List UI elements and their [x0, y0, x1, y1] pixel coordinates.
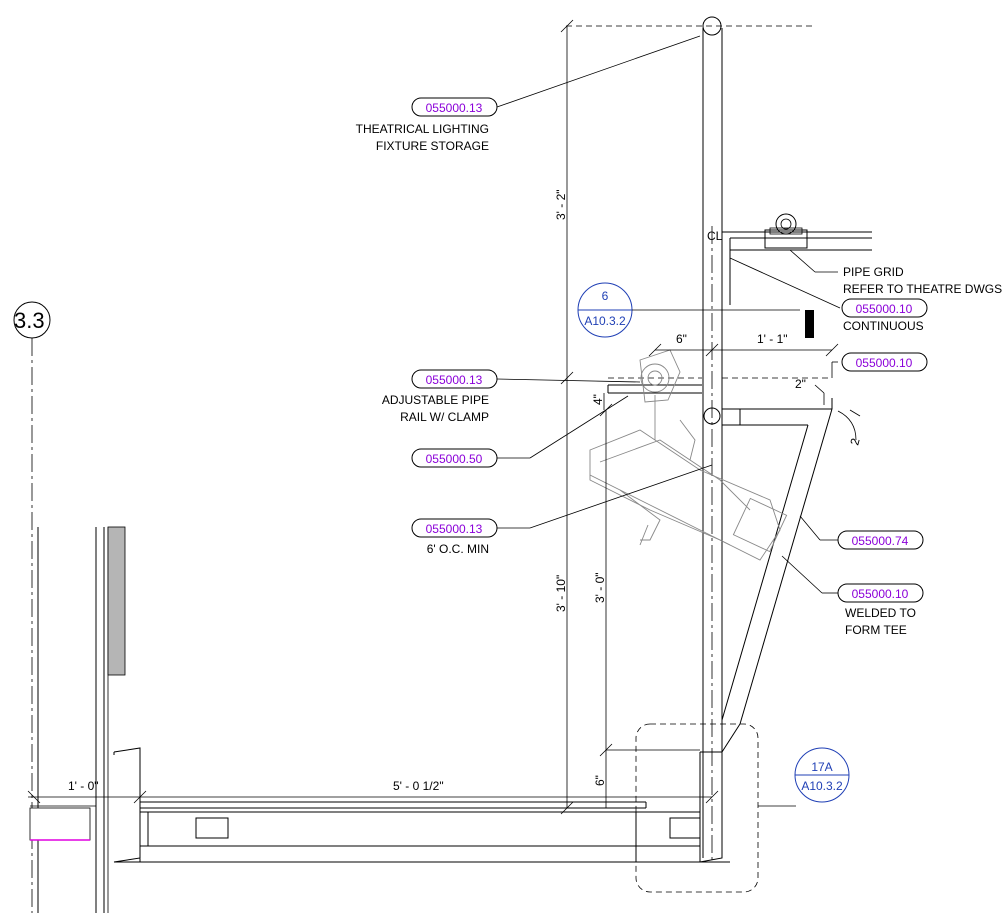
lighting-fixture-ghost — [589, 349, 788, 561]
dim-6-top: 6" — [676, 332, 687, 346]
dim-5-0-half: 5' - 0 1/2" — [393, 779, 444, 793]
dim-6-bottom: 6" — [593, 775, 607, 786]
keynote-tag-4[interactable]: 055000.13 ADJUSTABLE PIPE RAIL W/ CLAMP — [382, 369, 498, 424]
dim-2-angle: 2 — [847, 436, 862, 446]
keynote-tag-7[interactable]: 055000.74 — [837, 530, 924, 550]
slab-edge — [29, 807, 91, 841]
centerline-mark: CL — [707, 229, 723, 243]
keynote-tag-text: 055000.74 — [852, 534, 909, 548]
keynote-tag-text: 055000.13 — [426, 522, 483, 536]
keynote-desc-line: FORM TEE — [845, 623, 907, 637]
detail-number: 6 — [602, 289, 609, 303]
keynote-tag-text: 055000.10 — [856, 356, 913, 370]
detail-number: 17A — [811, 760, 832, 774]
keynote-tag-text: 055000.10 — [856, 302, 913, 316]
vertical-post: CL — [702, 16, 723, 860]
grid-bubble-label: 3.3 — [14, 308, 45, 333]
keynote-tag-text: 055000.13 — [426, 101, 483, 115]
detail-ref-17A[interactable]: 17A A10.3.2 — [794, 747, 850, 803]
dim-4: 4" — [591, 394, 605, 405]
dim-2: 2" — [795, 377, 806, 391]
detail-ref-6[interactable]: 6 A10.3.2 — [577, 282, 800, 338]
keynote-tag-5[interactable]: 055000.50 — [411, 448, 498, 468]
keynote-desc-line: PIPE GRID — [843, 265, 904, 279]
detail-17A-boundary — [635, 723, 759, 893]
keynote-desc-line: THEATRICAL LIGHTING — [356, 122, 489, 136]
bracket-plate — [805, 310, 814, 338]
keynote-desc-line: 6' O.C. MIN — [427, 542, 489, 556]
catwalk-floor — [113, 747, 730, 863]
detail-sheet: A10.3.2 — [801, 779, 843, 793]
keynote-tag-text: 055000.13 — [426, 373, 483, 387]
keynote-desc-line: WELDED TO — [845, 606, 916, 620]
dim-3-2: 3' - 2" — [554, 189, 568, 220]
dimensions: 3' - 2" 3' - 10" 4" 3' - 0" 6" 6" 1' - 1… — [27, 19, 863, 815]
wall-insulation — [107, 526, 126, 676]
keynote-leaders — [496, 35, 841, 594]
keynote-tag-3[interactable]: 055000.10 — [841, 352, 928, 372]
keynote-tag-6[interactable]: 055000.13 6' O.C. MIN — [411, 518, 498, 556]
dim-1-1: 1' - 1" — [757, 332, 788, 346]
detail-sheet: A10.3.2 — [584, 314, 626, 328]
dim-3-10: 3' - 10" — [554, 575, 568, 612]
keynote-desc-line: ADJUSTABLE PIPE — [382, 393, 489, 407]
keynote-desc-line: FIXTURE STORAGE — [376, 139, 489, 153]
dim-3-0: 3' - 0" — [593, 572, 607, 603]
keynote-tag-2[interactable]: 055000.10 PIPE GRID REFER TO THEATRE DWG… — [841, 265, 1002, 333]
keynote-tag-text: 055000.10 — [852, 587, 909, 601]
keynote-tag-1[interactable]: 055000.13 THEATRICAL LIGHTING FIXTURE ST… — [356, 97, 498, 153]
keynote-tag-text: 055000.50 — [426, 452, 483, 466]
wall — [29, 526, 126, 913]
pipe-grid — [721, 213, 872, 338]
keynote-desc-line: RAIL W/ CLAMP — [400, 410, 489, 424]
keynote-desc-line: CONTINUOUS — [843, 319, 924, 333]
keynote-tag-8[interactable]: 055000.10 WELDED TO FORM TEE — [837, 583, 924, 637]
keynote-desc-line: REFER TO THEATRE DWGS — [843, 282, 1002, 296]
diagonal-brace — [721, 408, 833, 753]
dim-1-0: 1' - 0" — [68, 779, 99, 793]
